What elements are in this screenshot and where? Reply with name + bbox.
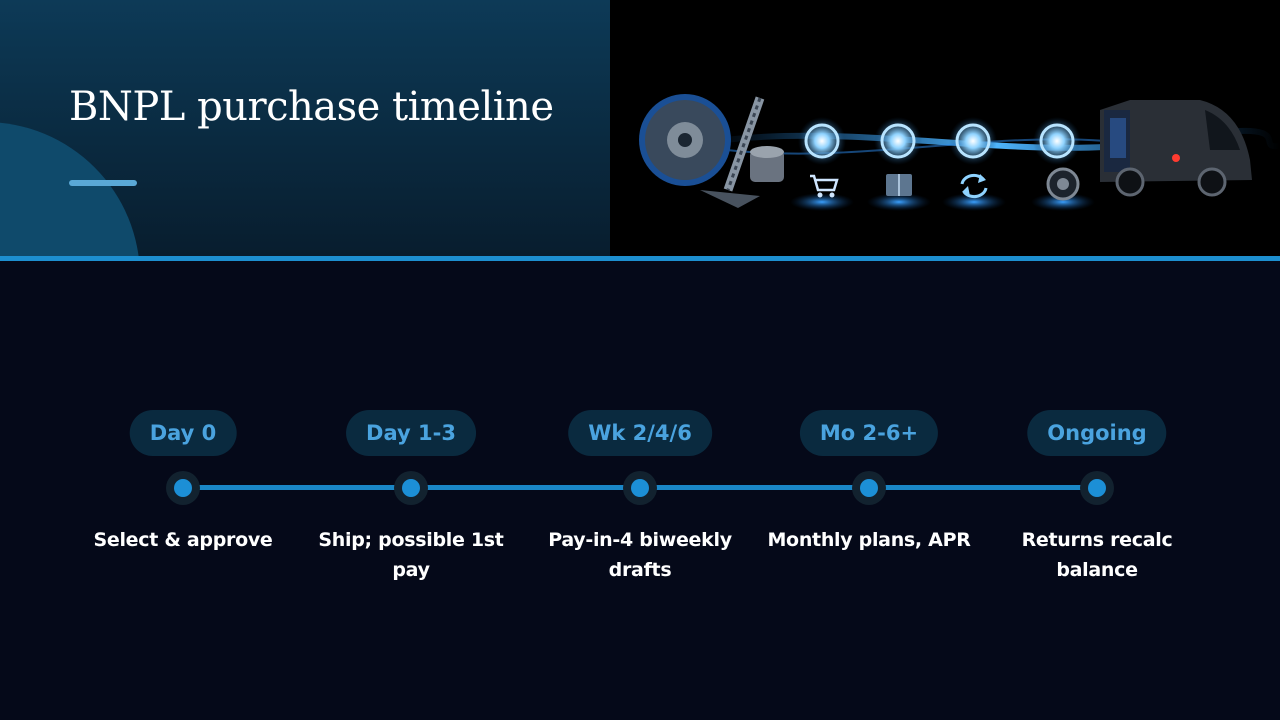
oil-filter-icon (750, 146, 784, 182)
timeline-node-dot (860, 479, 878, 497)
timeline-node-dot (631, 479, 649, 497)
cart-icon (810, 174, 839, 198)
phase-pill-day-0: Day 0 (129, 410, 237, 456)
box-icon (886, 174, 912, 196)
auto-parts-illustration (610, 0, 1280, 256)
timeline-node-dot (402, 479, 420, 497)
timeline-node (1080, 471, 1114, 505)
step-description: Monthly plans, APR (767, 529, 971, 551)
timeline-node (852, 471, 886, 505)
timeline-node-dot (1088, 479, 1106, 497)
header-banner: BNPL purchase timeline (0, 0, 1280, 256)
phase-pill-ongoing: Ongoing (1027, 410, 1167, 456)
timeline-node-dot (174, 479, 192, 497)
phase-pill-wk-2-4-6: Wk 2/4/6 (568, 410, 712, 456)
timeline-node (166, 471, 200, 505)
suspension-strut-icon (700, 96, 765, 208)
phase-pill-mo-2-6: Mo 2-6+ (799, 410, 939, 456)
page-title: BNPL purchase timeline (69, 84, 554, 130)
van-icon (1100, 100, 1252, 197)
header-divider (0, 256, 1280, 261)
refresh-icon (960, 173, 988, 199)
timeline-node (394, 471, 428, 505)
timeline-node (623, 471, 657, 505)
title-underline (69, 180, 137, 186)
step-description: Ship; possible 1st pay (318, 529, 504, 581)
step-description: Pay-in-4 biweekly drafts (548, 529, 732, 581)
step-description: Returns recalc balance (1021, 529, 1173, 581)
phase-pill-day-1-3: Day 1-3 (346, 410, 476, 456)
brake-disc-icon (639, 94, 731, 186)
step-description: Select & approve (93, 529, 273, 551)
tire-icon (1046, 167, 1080, 201)
